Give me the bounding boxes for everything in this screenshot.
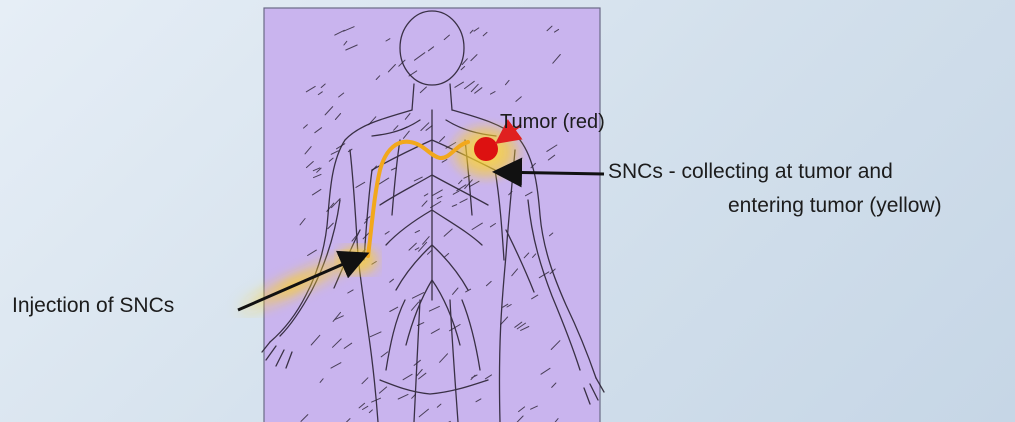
tumor-label: Tumor (red) (500, 111, 605, 134)
injection-label: Injection of SNCs (12, 294, 174, 318)
sncs-label-line1: SNCs - collecting at tumor and (608, 160, 893, 184)
sncs-label-line2: entering tumor (yellow) (728, 194, 942, 218)
tumor (474, 137, 498, 161)
sncs-arrow (498, 172, 604, 174)
